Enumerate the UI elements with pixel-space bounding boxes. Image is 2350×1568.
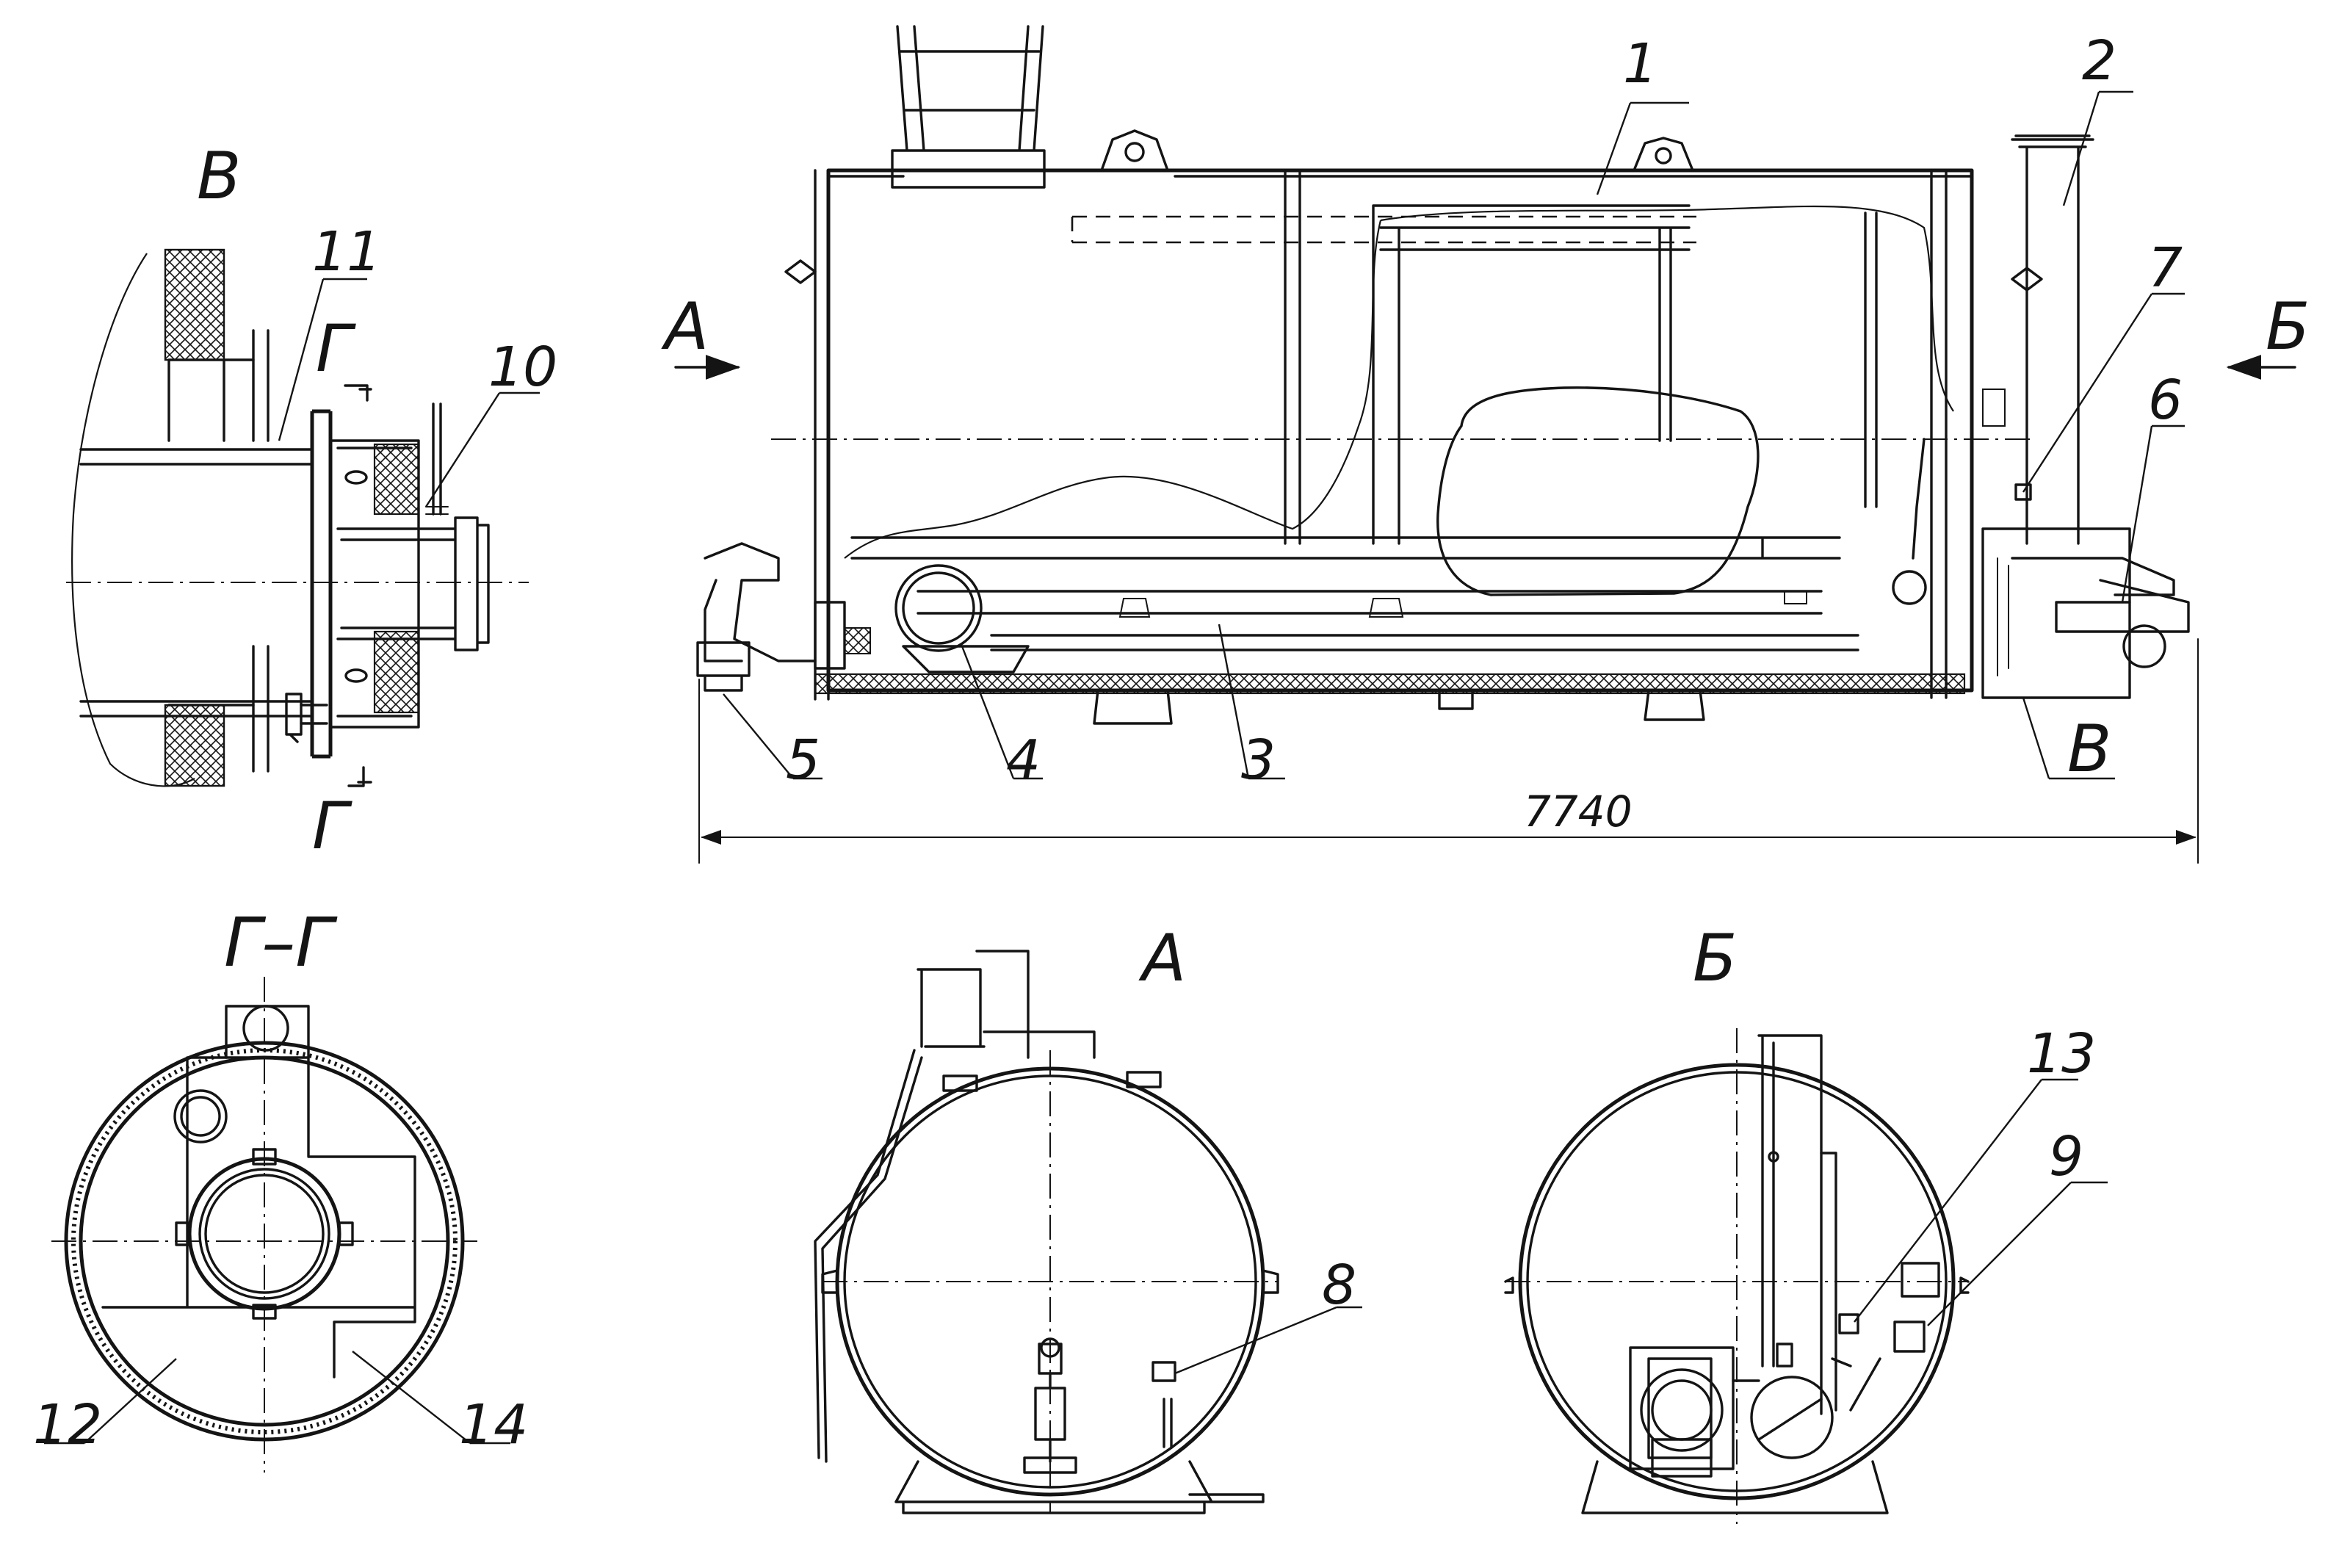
pos-12-label: 12 <box>33 1393 102 1456</box>
lifting-lugs <box>784 129 2043 292</box>
view-b: Б 13 9 <box>1504 920 2108 1524</box>
distribution-pipe-end <box>894 564 983 652</box>
pos-14-label: 14 <box>459 1393 528 1456</box>
pos-13-label: 13 <box>2027 1022 2096 1085</box>
access-ladder <box>891 25 1046 189</box>
fire-tube <box>1436 386 1760 596</box>
burner-nozzle <box>336 516 490 651</box>
detail-v-title: В <box>197 138 241 214</box>
pos-7-label: 7 <box>2148 236 2183 300</box>
pos-4-label: 4 <box>1006 729 1041 792</box>
burner-sleeve-tube <box>79 448 314 718</box>
section-gg-title: Г–Г <box>224 903 338 982</box>
chimney <box>2011 134 2094 545</box>
pos-2-label: 2 <box>2082 29 2116 93</box>
pos-10-label: 10 <box>488 336 557 399</box>
view-b-marker: Б <box>2266 289 2310 364</box>
main-side-view <box>696 25 2190 725</box>
adapter-block <box>101 1056 416 1379</box>
burner-block <box>1981 527 2131 699</box>
pos-1-label: 1 <box>1623 32 1657 95</box>
pos-11-label: 11 <box>312 220 381 283</box>
mounting-flange <box>310 409 333 759</box>
pos-6-label: 6 <box>2148 369 2183 432</box>
view-a-marker: A <box>661 289 709 364</box>
section-g-top: Г <box>316 311 356 386</box>
pos-9-label: 9 <box>2049 1125 2083 1188</box>
detail-v-view: В Г Г 11 10 <box>66 138 557 864</box>
pos-8-label: 8 <box>1322 1254 1356 1317</box>
drain-valve <box>1023 1343 1077 1474</box>
view-a: A 8 <box>814 920 1362 1514</box>
support-legs <box>1093 689 1705 725</box>
drain-valve-assembly <box>696 542 817 692</box>
overall-length-dim: 7740 <box>1524 787 1633 837</box>
stiffener-ribs <box>814 169 1948 701</box>
view-b-title: Б <box>1693 920 1737 996</box>
chimney-end <box>1757 1034 1823 1415</box>
section-gg-view: Г–Г 12 14 <box>33 903 528 1473</box>
section-g-bottom: Г <box>312 788 352 864</box>
bottom-insulation <box>814 673 1966 695</box>
pos-5-label: 5 <box>786 729 820 792</box>
detail-v-marker: В <box>2067 711 2111 787</box>
pos-3-label: 3 <box>1241 729 1276 792</box>
main-view-callouts: 1 2 3 4 5 6 7 В A Б 7740 <box>661 29 2310 864</box>
view-a-title: A <box>1138 920 1186 996</box>
